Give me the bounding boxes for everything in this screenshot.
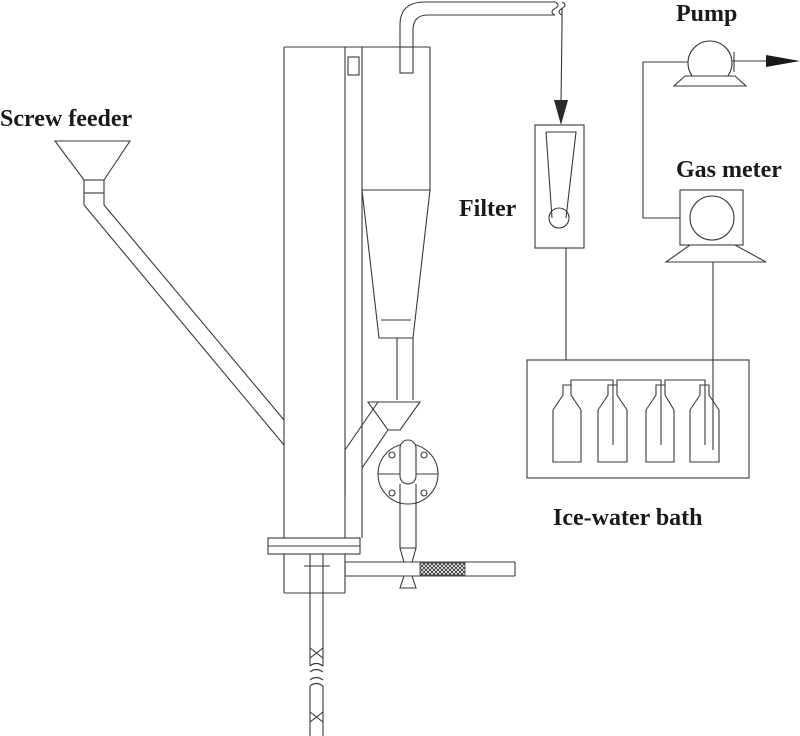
gas-meter [664,189,767,263]
cyclone-outlet-pipe [399,1,568,125]
bottom-inlet-pipe [309,593,324,736]
filter-label: Filter [459,196,517,222]
gas-meter-label: Gas meter [676,157,782,183]
pump [672,40,800,87]
screw-feeder-label: Screw feeder [0,106,133,132]
screw-feeder [53,140,285,446]
filter [534,124,585,425]
ice-water-bath [526,262,750,479]
reactor-column [267,46,363,594]
meter-pump-line [642,61,688,219]
ice-water-bath-label: Ice-water bath [553,505,703,531]
char-collector [344,401,516,589]
cyclone-separator [361,46,431,400]
pump-label: Pump [676,1,738,27]
